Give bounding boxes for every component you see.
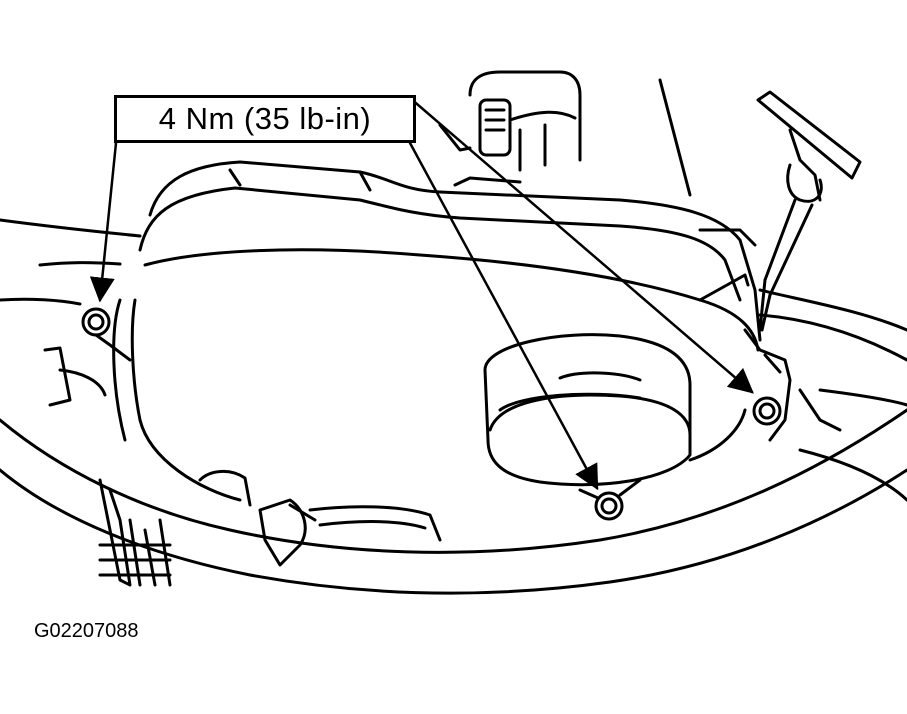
bolt-bottom — [578, 478, 642, 521]
bolt-left — [81, 307, 132, 362]
dipstick — [756, 90, 862, 332]
leader-lines — [89, 96, 754, 491]
right-bracket — [743, 328, 842, 442]
leader-line-bottom — [408, 141, 599, 491]
crankshaft-housing — [483, 333, 747, 487]
torque-spec-label: 4 Nm (35 lb-in) — [158, 101, 372, 136]
leader-line-right — [408, 96, 754, 394]
timing-cover — [112, 123, 762, 502]
figure-id: G02207088 — [34, 620, 139, 642]
left-bracket — [43, 346, 252, 587]
connector-sensor — [468, 70, 582, 172]
background-engine-lines — [0, 78, 907, 502]
torque-callout: 4 Nm (35 lb-in) — [114, 95, 416, 143]
lower-flange — [308, 505, 442, 542]
leader-line-left — [89, 141, 118, 303]
lower-hose — [0, 408, 907, 595]
bolt-right — [752, 396, 782, 426]
